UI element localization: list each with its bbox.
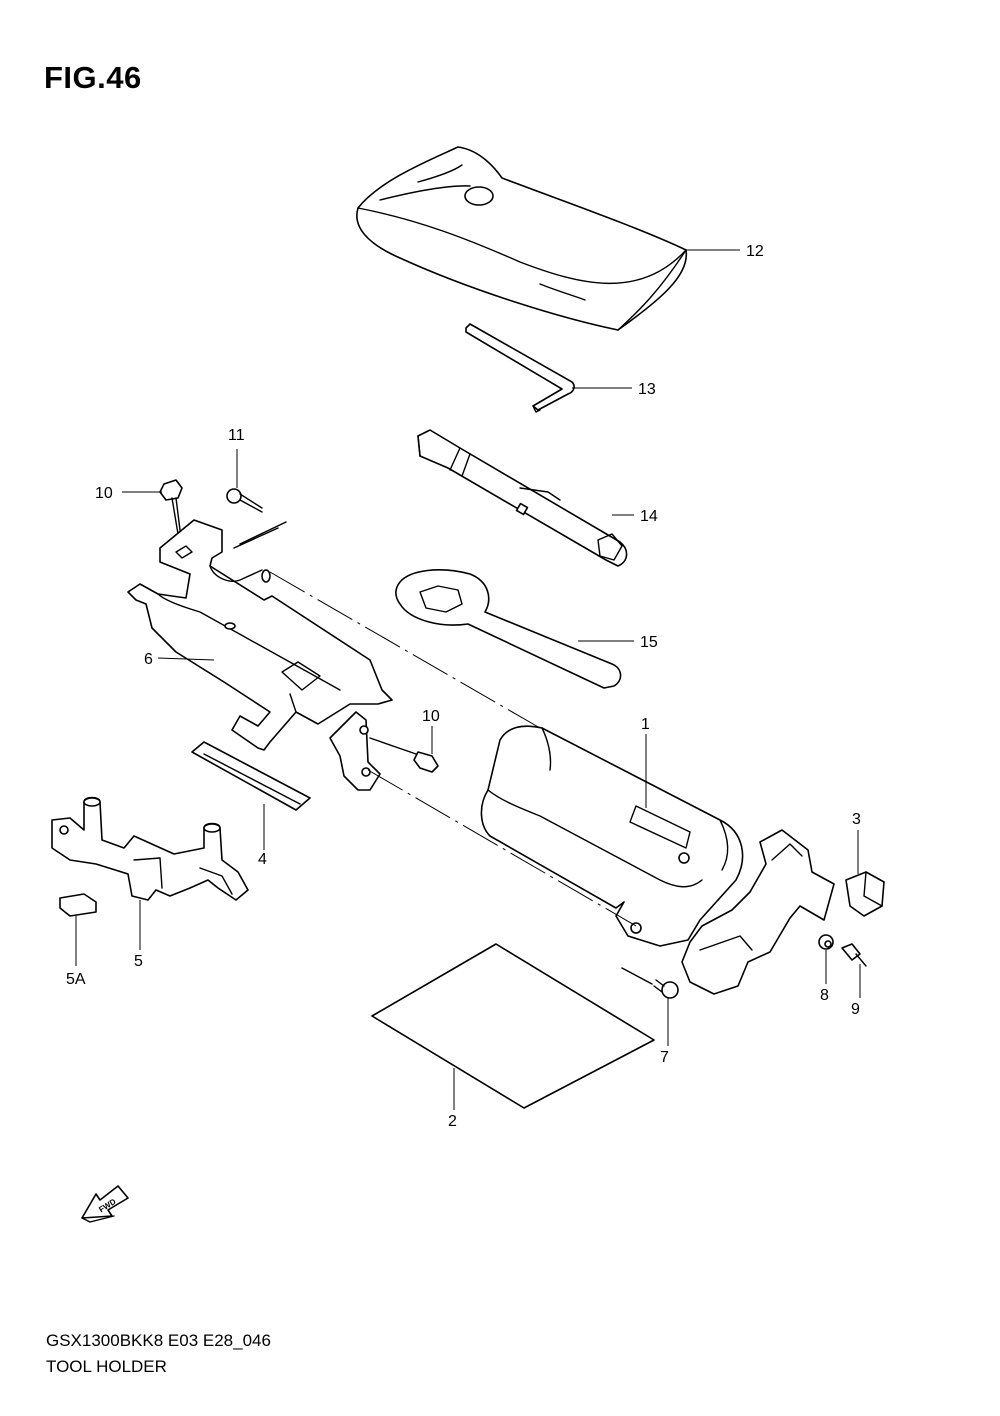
callout-8: 8 bbox=[820, 987, 829, 1004]
callout-3: 3 bbox=[852, 811, 861, 828]
callout-2: 2 bbox=[448, 1113, 457, 1130]
bolt-10-lower bbox=[369, 737, 439, 773]
callout-14: 14 bbox=[640, 508, 658, 525]
rubber-3 bbox=[845, 871, 885, 917]
fwd-arrow-icon: FWD bbox=[81, 1185, 129, 1223]
box-spanner bbox=[417, 429, 628, 567]
case-cover bbox=[681, 829, 835, 995]
callout-15: 15 bbox=[640, 634, 658, 651]
callout-5A: 5A bbox=[66, 971, 86, 988]
bracket-6 bbox=[127, 519, 393, 751]
screw-9 bbox=[841, 943, 867, 967]
pad-4 bbox=[191, 741, 311, 811]
bolt-7 bbox=[621, 967, 679, 999]
callout-1: 1 bbox=[641, 716, 650, 733]
assembly-line-lower bbox=[367, 769, 637, 927]
hex-key bbox=[465, 323, 575, 413]
callout-9: 9 bbox=[851, 1001, 860, 1018]
leader-lines bbox=[75, 249, 861, 1110]
grommet-8 bbox=[818, 934, 834, 950]
ring-wrench bbox=[395, 569, 622, 689]
callout-6: 6 bbox=[144, 651, 153, 668]
figure-caption: TOOL HOLDER bbox=[46, 1357, 167, 1376]
callout-12: 12 bbox=[746, 243, 764, 260]
callout-11: 11 bbox=[228, 427, 245, 444]
tool-bag bbox=[356, 146, 688, 331]
sheet-2 bbox=[371, 943, 655, 1109]
figure-title: FIG.46 bbox=[44, 60, 142, 95]
assembly-line-upper bbox=[269, 571, 541, 729]
side-bracket bbox=[329, 711, 381, 791]
screw-11 bbox=[226, 488, 263, 513]
rubber-5A bbox=[59, 893, 97, 917]
callout-4: 4 bbox=[258, 851, 267, 868]
callout-7: 7 bbox=[660, 1049, 669, 1066]
lower-bracket-5 bbox=[51, 796, 249, 901]
model-code: GSX1300BKK8 E03 E28_046 bbox=[46, 1331, 271, 1350]
callout-13: 13 bbox=[638, 381, 656, 398]
callout-labels: 12 13 14 15 11 10 6 10 1 4 5 5A 3 8 9 7 … bbox=[66, 243, 861, 1130]
callout-5: 5 bbox=[134, 953, 143, 970]
callout-10-lower: 10 bbox=[422, 708, 440, 725]
callout-10-upper: 10 bbox=[95, 485, 113, 502]
tool-case bbox=[480, 725, 744, 947]
